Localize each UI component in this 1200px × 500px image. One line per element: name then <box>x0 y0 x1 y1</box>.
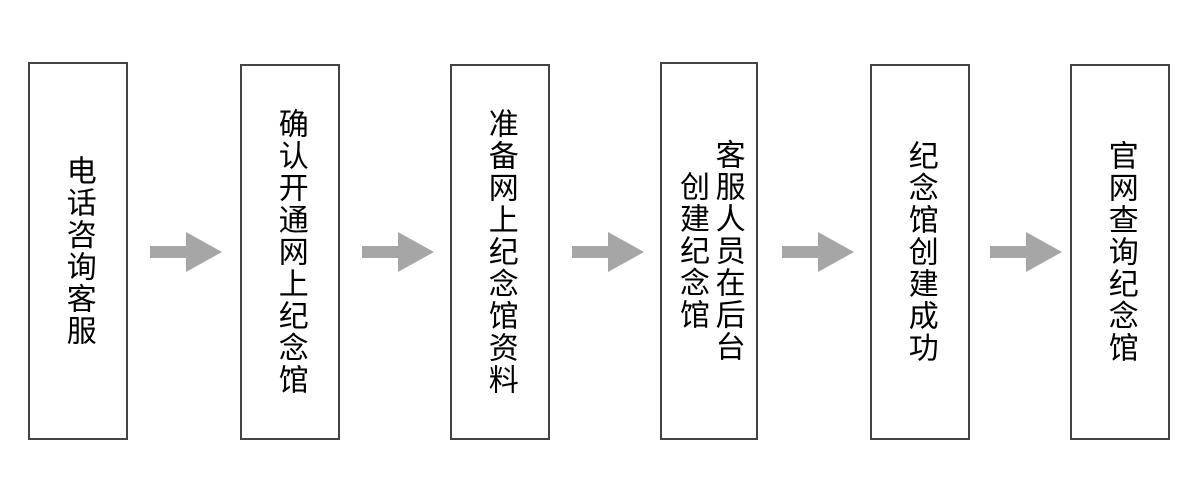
flow-node-4[interactable]: 客服人员在后台 创建纪念馆 <box>660 62 758 440</box>
flow-node-1[interactable]: 电话咨询客服 <box>28 62 128 440</box>
flow-node-3-label: 准备网上纪念馆资料 <box>482 108 518 396</box>
flow-node-2-label: 确认开通网上纪念馆 <box>272 108 308 396</box>
flow-node-4-label-column-1: 客服人员在后台 <box>709 139 745 363</box>
flow-node-3[interactable]: 准备网上纪念馆资料 <box>450 64 550 440</box>
flow-node-5[interactable]: 纪念馆创建成功 <box>870 64 970 440</box>
flow-arrow-3-icon <box>572 232 644 272</box>
flow-arrow-4-icon <box>782 232 854 272</box>
flow-arrow-2-icon <box>362 232 434 272</box>
flow-node-5-label: 纪念馆创建成功 <box>902 140 938 364</box>
flow-node-2[interactable]: 确认开通网上纪念馆 <box>240 64 340 440</box>
flow-arrow-5-icon <box>990 232 1062 272</box>
flow-node-4-label-column-2: 创建纪念馆 <box>674 171 709 331</box>
flow-arrow-1-icon <box>150 232 222 272</box>
flow-node-6-label: 官网查询纪念馆 <box>1102 140 1138 364</box>
flow-node-1-label: 电话咨询客服 <box>60 155 96 347</box>
flow-node-6[interactable]: 官网查询纪念馆 <box>1070 64 1170 440</box>
